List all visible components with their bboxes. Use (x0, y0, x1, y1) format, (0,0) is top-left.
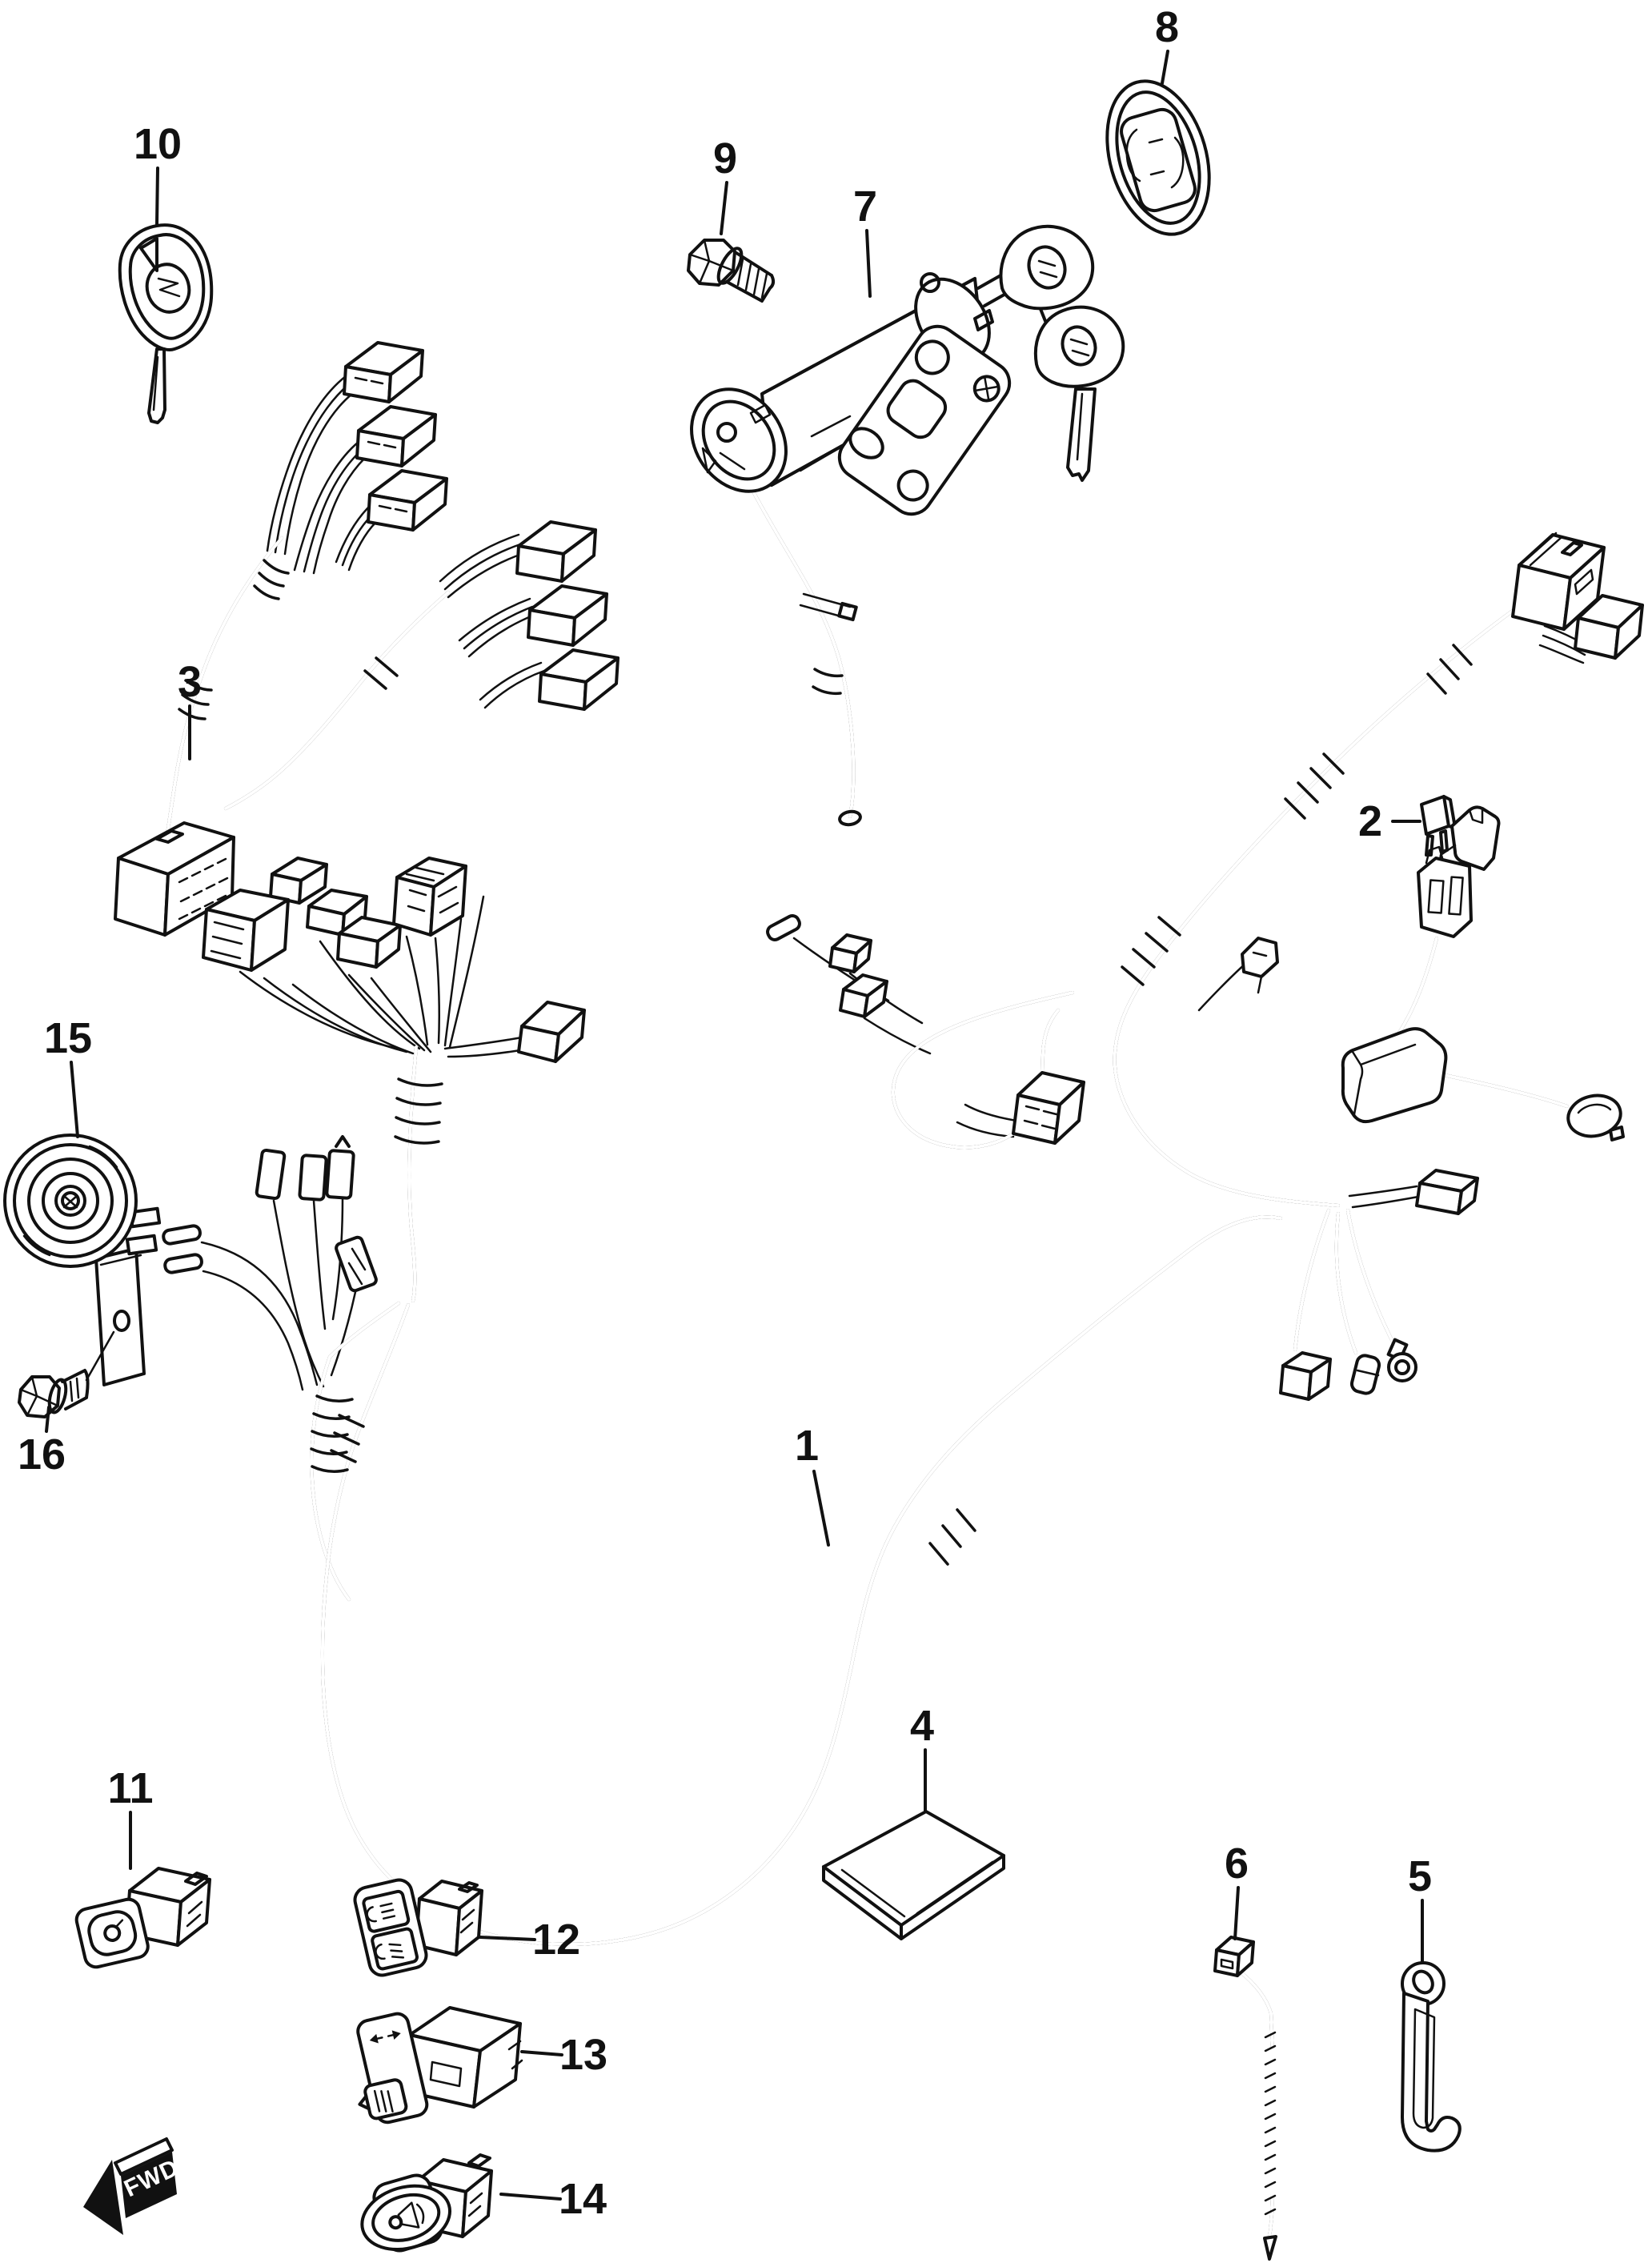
part-fuse-assembly (1417, 795, 1501, 938)
connector (343, 341, 448, 532)
part-cable-tie (1213, 1936, 1277, 2261)
callout-leader-7 (865, 229, 872, 298)
callout-leader-15 (70, 1061, 79, 1138)
part-lock-cap (1105, 79, 1211, 236)
callout-label-4: 4 (910, 1702, 934, 1750)
starter-icon (103, 1919, 124, 1942)
multipin-connector (114, 821, 235, 937)
suzuki-logo (145, 263, 191, 314)
callout-leader-14 (499, 2193, 562, 2201)
part-key-blank (118, 223, 214, 424)
connector (1574, 594, 1644, 660)
callout-leader-13 (520, 2050, 563, 2056)
main-harness-tubes (163, 488, 1569, 1946)
callout-leader-16 (45, 1406, 50, 1433)
callout-leader-1 (812, 1470, 830, 1547)
callout-leader-8 (1161, 50, 1169, 85)
callout-label-11: 11 (107, 1764, 153, 1812)
part-main-harness (162, 532, 1644, 1401)
ring-terminal (1386, 1338, 1417, 1382)
high-beam-icon (366, 1902, 396, 1923)
part-ignition-bolt (687, 239, 776, 303)
part-cushion-pad (822, 1810, 1005, 1940)
ignition-keys (999, 224, 1125, 482)
callout-label-1: 1 (795, 1422, 819, 1470)
part-switch-dimmer (353, 1878, 483, 1977)
callout-leader-10 (155, 167, 159, 226)
callout-leader-9 (720, 181, 728, 235)
callout-label-13: 13 (559, 2031, 607, 2079)
callout-label-16: 16 (18, 1430, 66, 1479)
tape-wrap-marks (178, 559, 1473, 1566)
low-beam-icon (375, 1943, 405, 1960)
part-switch-turn (356, 2006, 523, 2125)
callout-label-10: 10 (134, 120, 182, 168)
callout-label-8: 8 (1155, 3, 1179, 51)
part-sub-harness (114, 341, 620, 937)
callout-label-3: 3 (178, 658, 202, 706)
part-switch-starter (74, 1867, 211, 1969)
turn-signal-icon (369, 2030, 401, 2044)
callout-label-7: 7 (853, 183, 877, 231)
part-horn-bolt (18, 1330, 115, 1418)
part-ignition-switch (690, 224, 1125, 827)
sealed-connector (1511, 532, 1606, 631)
connector (515, 520, 620, 711)
callout-label-14: 14 (559, 2175, 607, 2223)
callout-label-6: 6 (1225, 1840, 1249, 1888)
callout-label-9: 9 (713, 134, 737, 183)
callout-label-5: 5 (1408, 1852, 1432, 1900)
callout-leader-12 (479, 1936, 536, 1941)
horn-icon (388, 2201, 425, 2230)
part-band (1401, 1961, 1462, 2153)
part-horn (3, 1134, 162, 1386)
part-switch-horn (360, 2153, 493, 2253)
fwd-marker: FWD (83, 2137, 183, 2235)
callout-label-12: 12 (532, 1916, 580, 1964)
callout-label-2: 2 (1358, 797, 1382, 845)
fwd-arrow-icon (83, 2160, 123, 2235)
callout-leader-6 (1233, 1886, 1240, 1940)
callout-label-15: 15 (44, 1014, 92, 1062)
